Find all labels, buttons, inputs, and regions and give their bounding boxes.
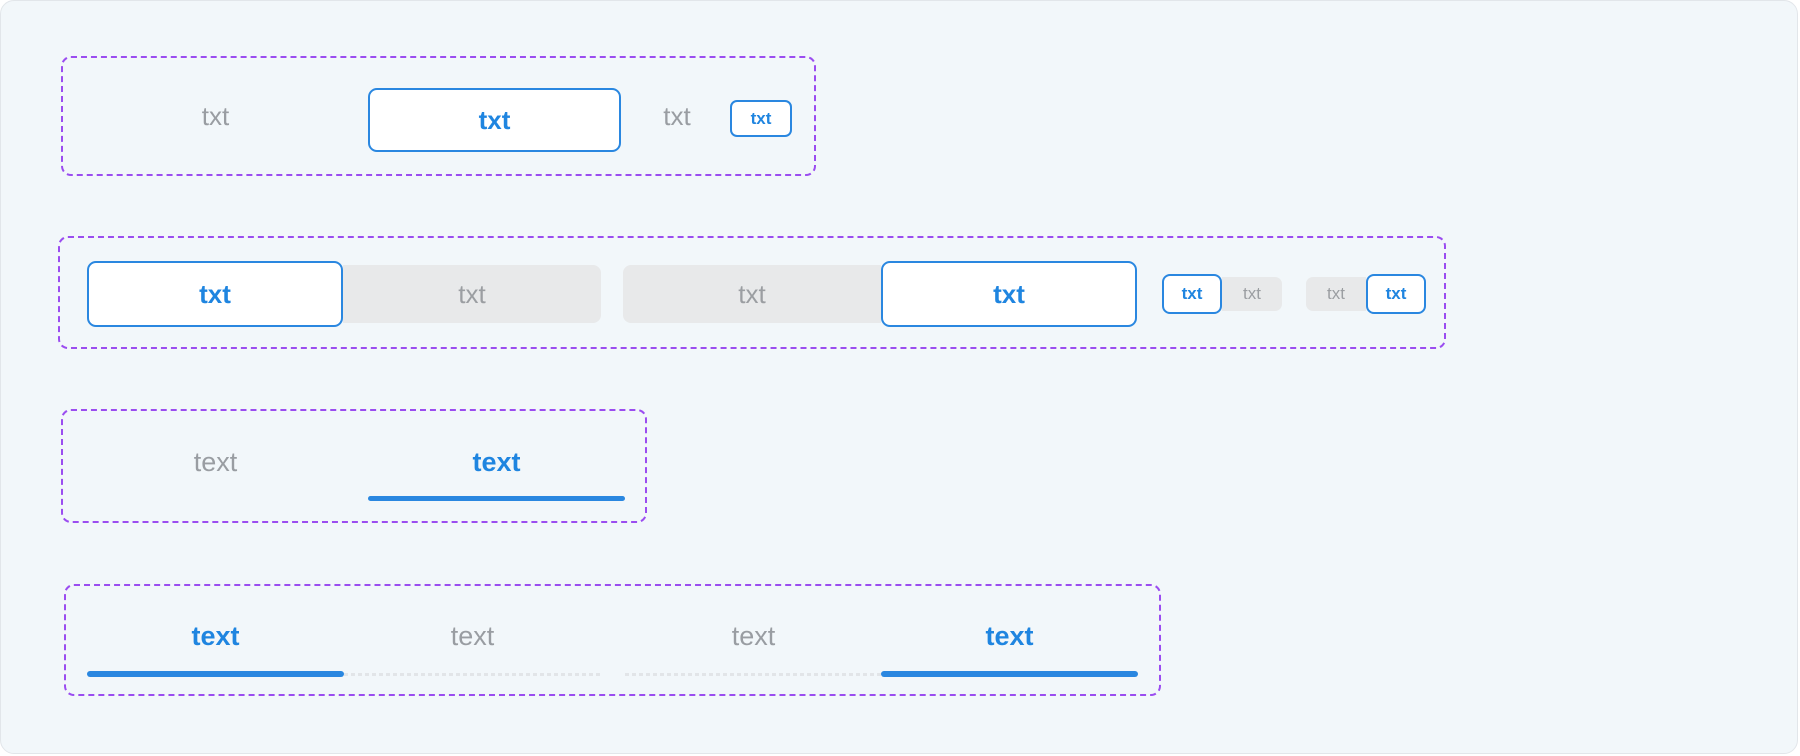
- tab-inactive[interactable]: text: [344, 586, 601, 694]
- muted-label-right: txt: [663, 100, 691, 131]
- segment-inactive[interactable]: txt: [623, 265, 881, 323]
- tab-label: text: [191, 620, 240, 651]
- segmented-control-small-last-active: txt txt: [1306, 274, 1426, 314]
- tab-active[interactable]: text: [368, 411, 625, 521]
- segment-inactive[interactable]: txt: [343, 265, 601, 323]
- active-tab-underline: [87, 671, 344, 677]
- tab-active[interactable]: text: [87, 586, 344, 694]
- segmented-control-large-first-active: txt txt: [87, 261, 601, 327]
- segmented-toggle-demo-group: txt txt txt txt txt txt txt txt: [58, 236, 1446, 349]
- segment-inactive[interactable]: txt: [1306, 277, 1366, 311]
- tab-active[interactable]: text: [881, 586, 1138, 694]
- segmented-control-small-first-active: txt txt: [1162, 274, 1282, 314]
- muted-label-left: txt: [201, 100, 230, 131]
- segmented-control-large-last-active: txt txt: [623, 261, 1137, 327]
- tab-row-demo-group: text text text text: [64, 584, 1161, 696]
- segment-active[interactable]: txt: [87, 261, 343, 327]
- active-tab-underline: [368, 496, 625, 501]
- tab-label: text: [450, 620, 495, 651]
- tab-inactive[interactable]: text: [625, 586, 882, 694]
- active-tab-underline: [881, 671, 1138, 677]
- primary-outline-button-small[interactable]: txt: [730, 100, 792, 137]
- button-demo-group: txt txt txt txt: [61, 56, 816, 176]
- tab-label: text: [985, 620, 1034, 651]
- segment-active[interactable]: txt: [1366, 274, 1426, 314]
- tab-label: text: [731, 620, 776, 651]
- inactive-tab-track: [625, 673, 882, 676]
- tab-inactive[interactable]: text: [87, 411, 344, 521]
- tab-label: text: [472, 446, 521, 477]
- segment-inactive[interactable]: txt: [1222, 277, 1282, 311]
- primary-outline-button-large[interactable]: txt: [368, 88, 621, 152]
- inactive-tab-track: [344, 673, 601, 676]
- tab-label: text: [193, 446, 238, 477]
- tab-pair-demo-group: text text: [61, 409, 647, 523]
- segment-active[interactable]: txt: [881, 261, 1137, 327]
- segment-active[interactable]: txt: [1162, 274, 1222, 314]
